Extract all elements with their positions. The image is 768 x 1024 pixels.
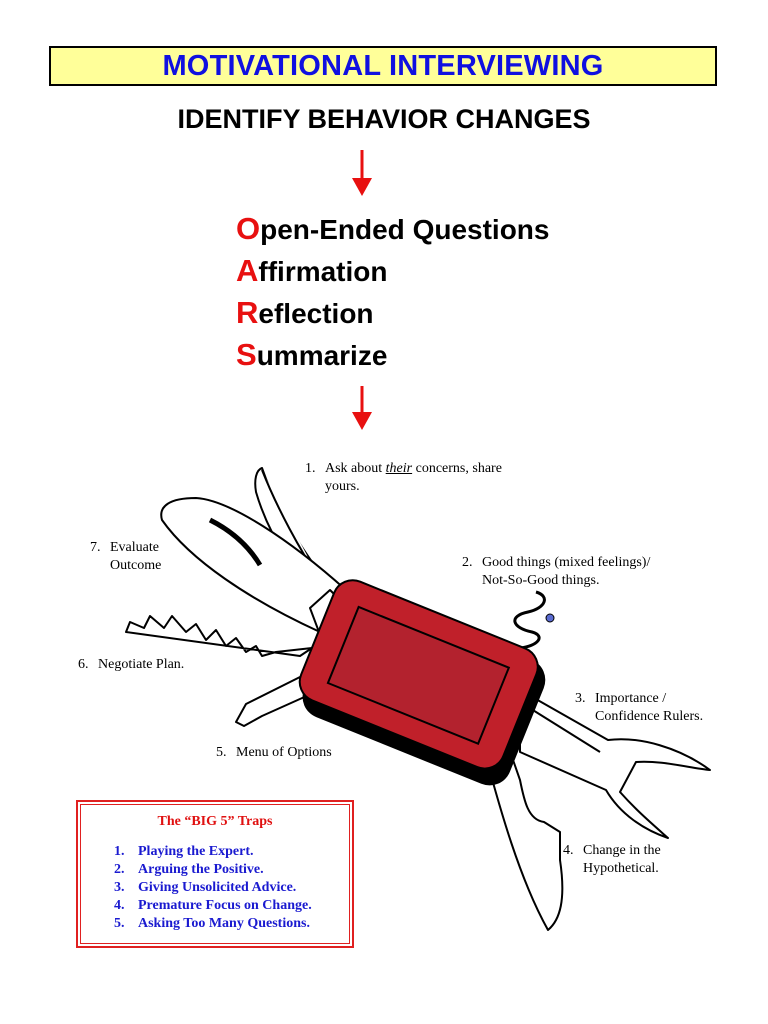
oars-item-open-ended: Open-Ended Questions — [236, 211, 550, 246]
oars-item-affirmation: Affirmation — [236, 253, 388, 288]
tool-label-5: 5.Menu of Options — [216, 745, 332, 760]
tool-label-4: 4.Change in the Hypothetical. — [563, 843, 661, 876]
down-arrow-icon — [352, 150, 372, 196]
oars-item-reflection: Reflection — [236, 295, 374, 330]
down-arrow-icon — [352, 386, 372, 430]
tool-label-3: 3.Importance / Confidence Rulers. — [575, 691, 704, 724]
list-item: 2.Arguing the Positive. — [114, 862, 264, 877]
traps-list: 1.Playing the Expert. 2.Arguing the Posi… — [114, 843, 312, 933]
list-item: 1.Playing the Expert. — [114, 844, 254, 859]
traps-title: The “BIG 5” Traps — [157, 814, 273, 829]
title-banner: MOTIVATIONAL INTERVIEWING — [49, 46, 717, 86]
oars-list: Open-Ended Questions Affirmation Reflect… — [236, 208, 549, 376]
tool-label-1: 1.Ask about their concerns, share yours. — [305, 461, 502, 494]
page-subtitle: IDENTIFY BEHAVIOR CHANGES — [177, 104, 591, 134]
tool-label-7: 7.Evaluate Outcome — [90, 540, 162, 573]
tool-label-6: 6.Negotiate Plan. — [78, 657, 185, 672]
page-title: MOTIVATIONAL INTERVIEWING — [162, 49, 604, 82]
list-item: 3.Giving Unsolicited Advice. — [114, 880, 297, 895]
list-item: 5.Asking Too Many Questions. — [114, 916, 310, 931]
list-item: 4.Premature Focus on Change. — [114, 898, 312, 913]
oars-item-summarize: Summarize — [236, 337, 388, 372]
tool-label-2: 2.Good things (mixed feelings)/ Not-So-G… — [462, 555, 651, 588]
big-5-traps-box: The “BIG 5” Traps 1.Playing the Expert. … — [76, 800, 354, 948]
